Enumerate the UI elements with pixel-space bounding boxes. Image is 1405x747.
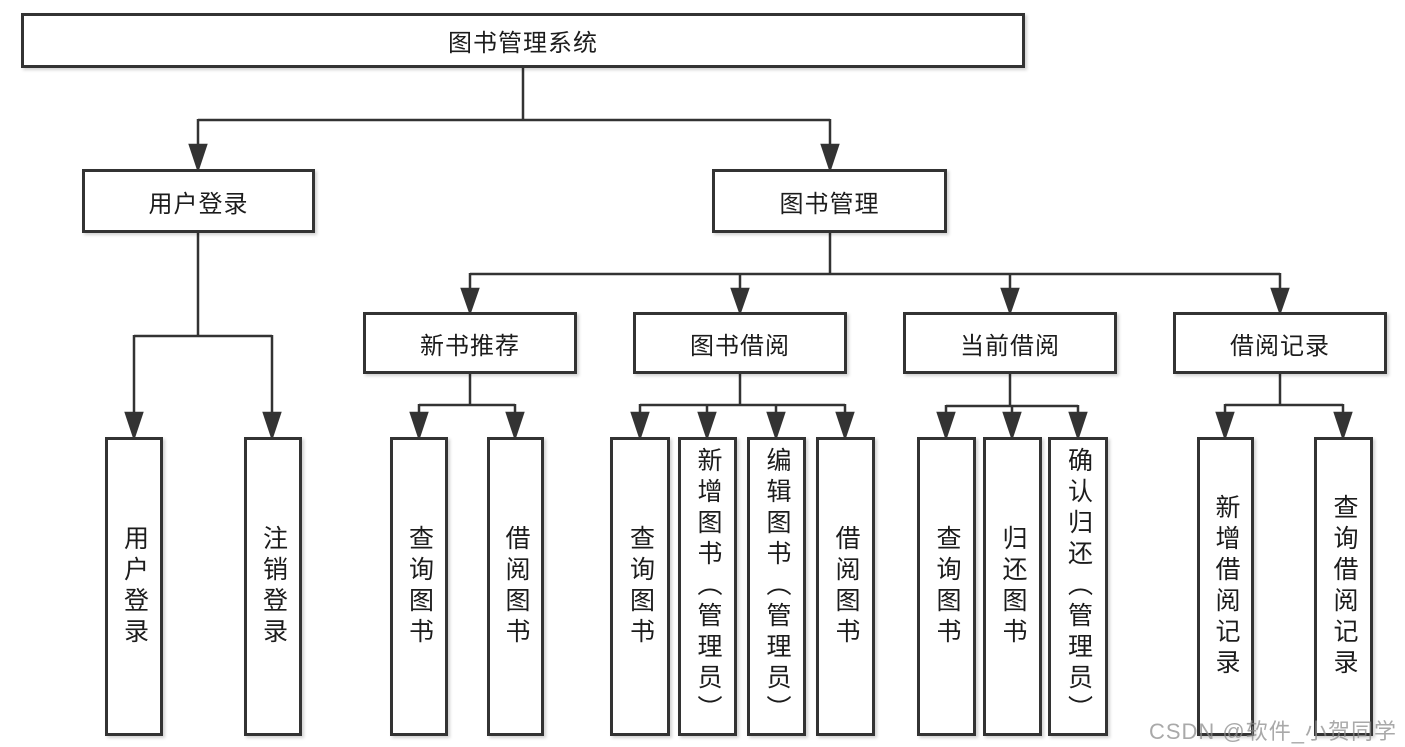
leaf-current-confirm-return-admin: 确认归还（管理员） <box>1048 437 1108 736</box>
leaf-user-login-logout: 注销登录 <box>244 437 302 736</box>
node-current-borrow-label: 当前借阅 <box>960 332 1060 360</box>
leaf-label: 查询借阅记录 <box>1330 493 1358 680</box>
leaf-label: 查询图书 <box>405 524 434 649</box>
leaf-label: 新增借阅记录 <box>1212 493 1240 680</box>
node-root: 图书管理系统 <box>21 13 1025 68</box>
node-new-book-recommend: 新书推荐 <box>363 312 577 374</box>
node-borrow-record-label: 借阅记录 <box>1230 332 1330 360</box>
node-book-borrow-label: 图书借阅 <box>690 332 790 360</box>
csdn-watermark: CSDN @软件_小贺同学 <box>1148 719 1397 744</box>
leaf-current-query-book: 查询图书 <box>917 437 976 736</box>
leaf-record-query-record: 查询借阅记录 <box>1314 437 1373 736</box>
leaf-label: 借阅图书 <box>832 524 860 649</box>
leaf-label: 借阅图书 <box>502 524 530 649</box>
node-borrow-record: 借阅记录 <box>1173 312 1387 374</box>
leaf-record-add-record: 新增借阅记录 <box>1197 437 1254 736</box>
node-book-borrow: 图书借阅 <box>633 312 847 374</box>
leaf-label: 查询图书 <box>626 524 655 649</box>
leaf-label: 编辑图书（管理员） <box>763 447 791 726</box>
node-current-borrow: 当前借阅 <box>903 312 1117 374</box>
leaf-label: 新增图书（管理员） <box>694 447 722 726</box>
leaf-label: 确认归还（管理员） <box>1064 447 1093 726</box>
node-book-management-label: 图书管理 <box>779 190 880 218</box>
node-book-management: 图书管理 <box>712 169 947 233</box>
leaf-recommend-query-book: 查询图书 <box>390 437 448 736</box>
leaf-user-login-login: 用户登录 <box>105 437 163 736</box>
leaf-borrow-borrow-book: 借阅图书 <box>816 437 875 736</box>
leaf-borrow-add-book-admin: 新增图书（管理员） <box>678 437 737 736</box>
leaf-label: 注销登录 <box>259 524 288 649</box>
node-user-login-label: 用户登录 <box>148 190 249 218</box>
leaf-current-return-book: 归还图书 <box>983 437 1042 736</box>
leaf-label: 归还图书 <box>999 524 1027 649</box>
leaf-borrow-edit-book-admin: 编辑图书（管理员） <box>747 437 806 736</box>
leaf-borrow-query-book: 查询图书 <box>610 437 670 736</box>
node-user-login: 用户登录 <box>82 169 315 233</box>
node-root-label: 图书管理系统 <box>448 30 598 57</box>
node-new-book-recommend-label: 新书推荐 <box>420 332 520 360</box>
leaf-label: 用户登录 <box>120 524 149 649</box>
leaf-recommend-borrow-book: 借阅图书 <box>487 437 544 736</box>
leaf-label: 查询图书 <box>933 524 961 649</box>
